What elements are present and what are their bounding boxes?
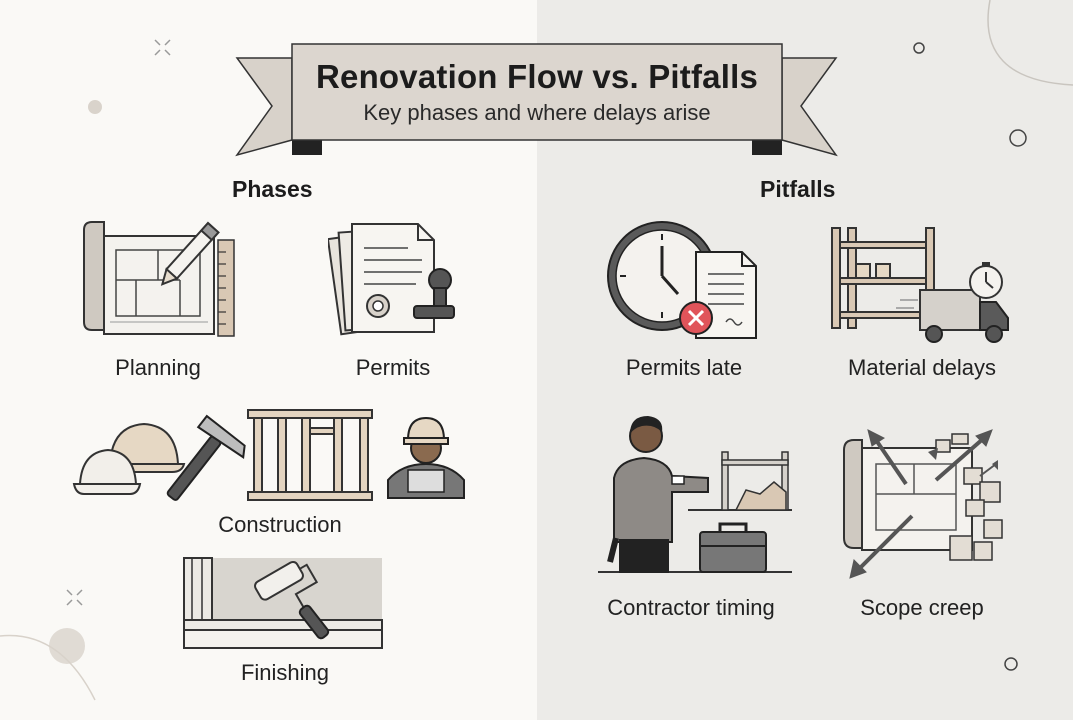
waiting-person-toolbox-icon [598,416,792,573]
pitfalls-heading: Pitfalls [760,176,836,202]
sparkle-icon [66,589,83,606]
dot-icon [49,628,85,664]
ring-icon [1009,129,1027,147]
blueprint-arrows-icon [843,429,1003,579]
contractor-timing-label: Contractor timing [607,595,775,620]
construction-label: Construction [218,512,342,537]
shelves-truck-timer-icon [831,227,1009,343]
documents-stamp-icon [328,223,455,336]
title-banner [235,43,838,157]
blueprint-pencil-icon [83,221,235,337]
scope-creep-label: Scope creep [860,595,984,620]
material-delays-label: Material delays [848,355,996,380]
planning-label: Planning [115,355,201,380]
finishing-label: Finishing [240,660,330,685]
page-title: Renovation Flow vs. Pitfalls [315,58,758,95]
arc-icon [0,634,96,701]
clock-document-cancel-icon [607,221,757,339]
hardhat-hammer-frame-worker-icon [72,409,465,501]
dot-icon [88,100,102,114]
permits-label: Permits [355,355,431,380]
ring-icon [913,42,925,54]
permits-late-label: Permits late [625,355,743,380]
sparkle-icon [154,39,171,56]
phases-heading: Phases [232,176,313,202]
paint-roller-icon [183,557,383,649]
ring-icon [1004,657,1018,671]
page-subtitle: Key phases and where delays arise [363,100,711,125]
arc-icon [987,0,1073,86]
